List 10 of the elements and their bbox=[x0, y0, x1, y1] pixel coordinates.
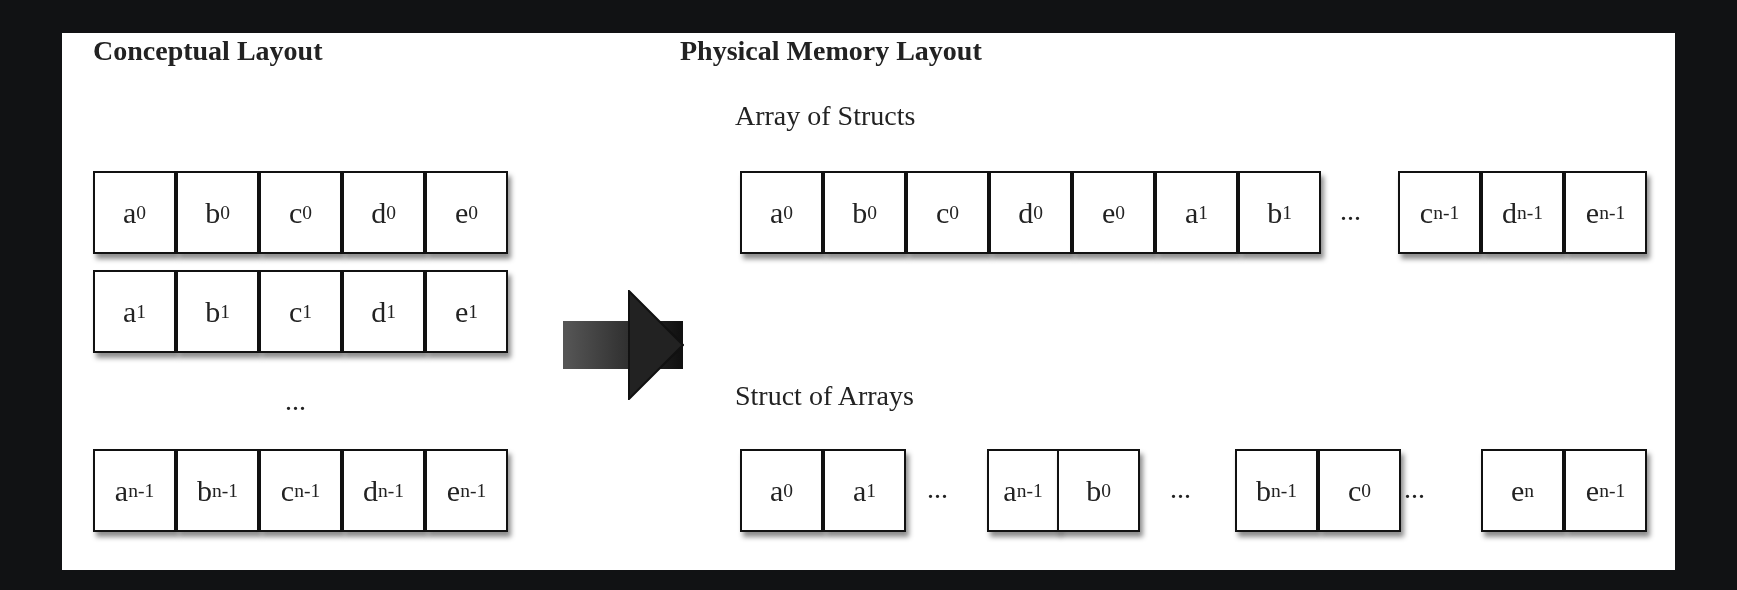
ellipsis: ... bbox=[1340, 195, 1361, 227]
section-heading: Physical Memory Layout bbox=[680, 35, 982, 67]
ellipsis: ... bbox=[1404, 473, 1425, 505]
ellipsis: ... bbox=[285, 385, 306, 417]
block-arrow bbox=[563, 290, 684, 400]
subheading: Array of Structs bbox=[735, 100, 916, 132]
ellipsis: ... bbox=[927, 473, 948, 505]
ellipsis: ... bbox=[1170, 473, 1191, 505]
subheading: Struct of Arrays bbox=[735, 380, 914, 412]
section-heading: Conceptual Layout bbox=[93, 35, 323, 67]
